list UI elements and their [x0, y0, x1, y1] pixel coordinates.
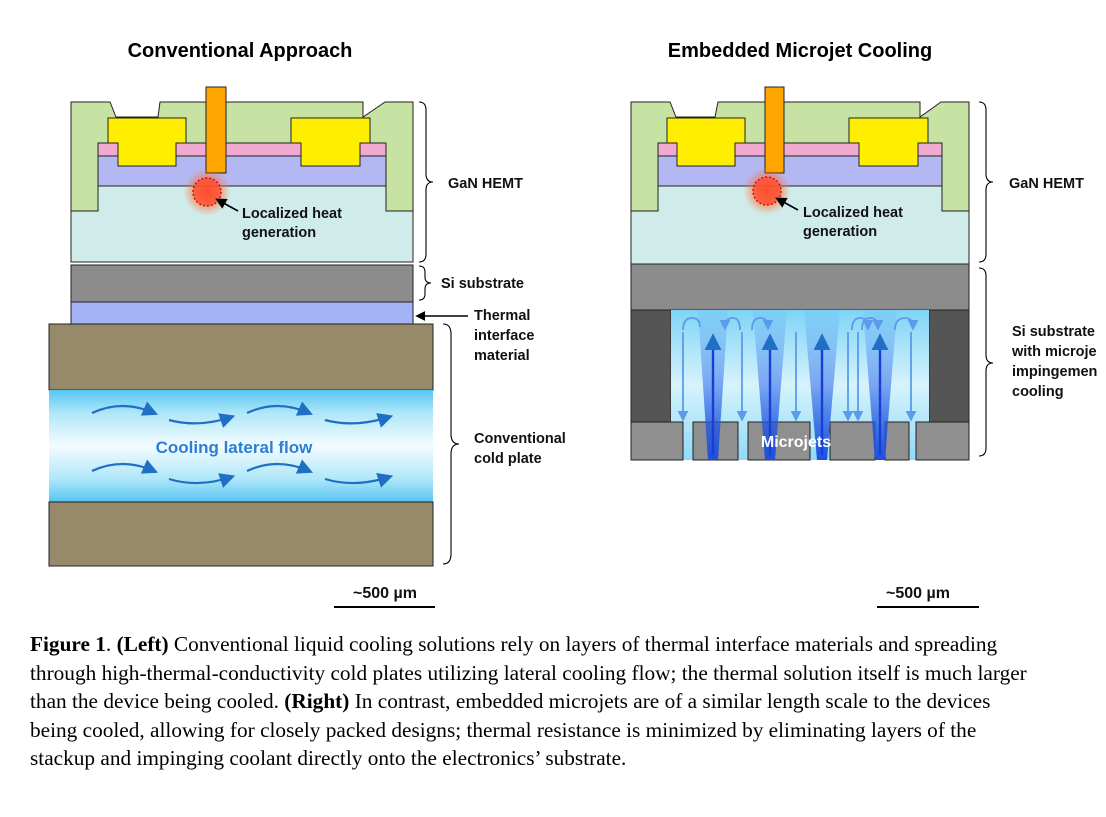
caption-left-tag: (Left): [116, 632, 169, 656]
right-braces: [978, 101, 994, 457]
flow-arrow: [324, 413, 394, 428]
flow-label: Cooling lateral flow: [156, 438, 314, 457]
heat-spot: [752, 176, 782, 206]
flow-arrow: [246, 401, 314, 416]
flow-arrow: [246, 459, 314, 474]
brace-gan: [418, 101, 434, 263]
lateral-flow-arrows: [91, 401, 394, 488]
return-arrow: [719, 317, 741, 331]
right-scale-label: ~500 µm: [886, 585, 950, 602]
flow-arrow: [91, 459, 159, 474]
gan-label: GaN HEMT: [1009, 176, 1084, 192]
heat-pointer: [215, 198, 239, 212]
cold-label-2: cold plate: [474, 451, 542, 467]
cold-plate-bottom: [48, 501, 434, 567]
left-panel: Conventional Approach: [48, 40, 566, 608]
cavity-wall-right: [928, 309, 970, 423]
cavity-wall-left: [630, 309, 672, 423]
si-label-1: Si substrate: [1012, 324, 1095, 340]
caption-figure-label: Figure 1: [30, 632, 106, 656]
nozzle-segment: [829, 421, 876, 461]
left-tim-layer: [70, 301, 414, 325]
flow-arrow: [91, 401, 159, 416]
flow-arrow: [168, 413, 236, 428]
buffer-layer: [70, 185, 414, 263]
gate-contact: [764, 86, 785, 174]
right-si-substrate-top: [630, 263, 970, 311]
tim-label-1: Thermal: [474, 308, 530, 324]
gate-contact: [205, 86, 227, 174]
tim-label-3: material: [474, 348, 530, 364]
caption-left-text: Conventional liquid cooling solutions re…: [30, 632, 1027, 714]
si-label-2: with microje: [1011, 344, 1097, 360]
coolant-channel: [49, 390, 433, 502]
right-gan-hemt-stack: [630, 86, 970, 265]
nozzle-segment: [747, 421, 811, 461]
heat-spot: [192, 177, 222, 207]
si-label: Si substrate: [441, 276, 524, 292]
si-label-4: cooling: [1012, 384, 1064, 400]
return-flow-arrows: [677, 317, 919, 422]
brace-si: [418, 265, 432, 301]
heat-label-2: generation: [242, 225, 316, 241]
return-arrow: [861, 317, 884, 331]
flow-arrow: [324, 473, 394, 488]
return-arrow: [894, 317, 919, 331]
heat-label-2: generation: [803, 224, 877, 240]
flow-arrow: [168, 473, 236, 488]
cold-plate-top: [48, 323, 434, 391]
left-title: Conventional Approach: [128, 40, 353, 62]
microjet-cavity: [630, 309, 970, 461]
nozzle-segment: [630, 421, 684, 461]
caption-right-text: In contrast, embedded microjets are of a…: [30, 689, 991, 771]
drain-contact: [290, 117, 371, 167]
right-panel: Embedded Microjet Cooling: [630, 40, 1097, 608]
source-contact: [666, 117, 746, 167]
left-braces: [418, 101, 460, 565]
cold-label-1: Conventional: [474, 431, 566, 447]
return-arrow: [682, 317, 701, 331]
return-arrow: [851, 317, 874, 331]
brace-si-microjet: [978, 267, 994, 457]
cold-plate: [48, 323, 434, 567]
buffer-layer: [630, 185, 970, 265]
si-label-3: impingemen: [1012, 364, 1097, 380]
gan-label: GaN HEMT: [448, 176, 523, 192]
brace-cold-plate: [442, 323, 460, 565]
nozzle-plate: [630, 421, 970, 461]
nozzle-segment: [915, 421, 970, 461]
return-arrow: [751, 317, 774, 331]
microjets-label: Microjets: [761, 434, 831, 451]
jet-up-arrows: [704, 333, 889, 455]
left-si-substrate: [70, 264, 414, 303]
source-contact: [107, 117, 187, 167]
figure-caption: Figure 1. (Left) Conventional liquid coo…: [30, 630, 1030, 773]
heat-label-1: Localized heat: [242, 206, 342, 222]
heat-pointer: [775, 197, 799, 211]
left-scale-label: ~500 µm: [353, 585, 417, 602]
heat-label-1: Localized heat: [803, 205, 903, 221]
drain-contact: [848, 117, 929, 167]
tim-label-2: interface: [474, 328, 534, 344]
caption-separator: .: [105, 632, 117, 656]
left-gan-hemt-stack: [70, 86, 414, 263]
caption-right-tag: (Right): [284, 689, 350, 714]
nozzle-segment: [884, 421, 910, 461]
brace-gan: [978, 101, 994, 263]
right-title: Embedded Microjet Cooling: [668, 40, 932, 62]
